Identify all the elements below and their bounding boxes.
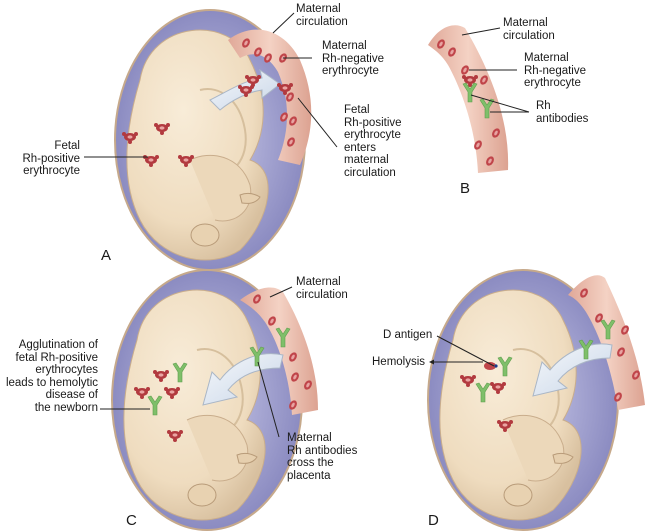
panel-letter-d: D (428, 512, 439, 529)
label-b-maternal-circulation: Maternal circulation (503, 17, 555, 42)
panel-letter-b: B (460, 180, 471, 197)
leader-line (269, 286, 293, 298)
label-a-maternal-circulation: Maternal circulation (296, 3, 348, 28)
leader-line (436, 335, 495, 367)
label-b-rh-antibodies: Rh antibodies (536, 100, 589, 125)
panel-c (100, 269, 318, 531)
maternal-vessel-d (568, 275, 645, 410)
hemolyzed-rbc (484, 362, 496, 370)
d-antigen-marker (494, 364, 498, 368)
leader-line (257, 361, 280, 438)
panel-letter-a: A (101, 247, 112, 264)
panel-d (427, 269, 645, 531)
maternal-vessel-a (228, 29, 312, 165)
label-a-fetal-rh-positive-enters: Fetal Rh-positive erythrocyte enters mat… (344, 104, 402, 179)
panel-b (428, 25, 530, 173)
label-a-fetal-rh-positive: Fetal Rh-positive erythrocyte (22, 140, 80, 177)
panel-a (84, 9, 338, 271)
arrowhead-icon (429, 359, 434, 365)
leader-line (297, 97, 338, 148)
label-b-maternal-rh-negative: Maternal Rh-negative erythrocyte (524, 52, 587, 89)
label-c-agglutination: Agglutination of fetal Rh-positive eryth… (5, 339, 98, 414)
maternal-vessel-c (240, 287, 318, 415)
label-d-hemolysis: Hemolysis (372, 356, 426, 368)
leader-line (461, 27, 501, 36)
label-a-maternal-rh-negative: Maternal Rh-negative erythrocyte (322, 40, 385, 77)
panel-letter-c: C (126, 512, 137, 529)
label-c-antibodies-cross: Maternal Rh antibodies cross the placent… (287, 432, 358, 482)
label-d-antigen: D antigen (383, 329, 433, 341)
leader-line (272, 12, 295, 34)
leader-line (470, 94, 530, 113)
label-c-maternal-circulation: Maternal circulation (296, 276, 348, 301)
